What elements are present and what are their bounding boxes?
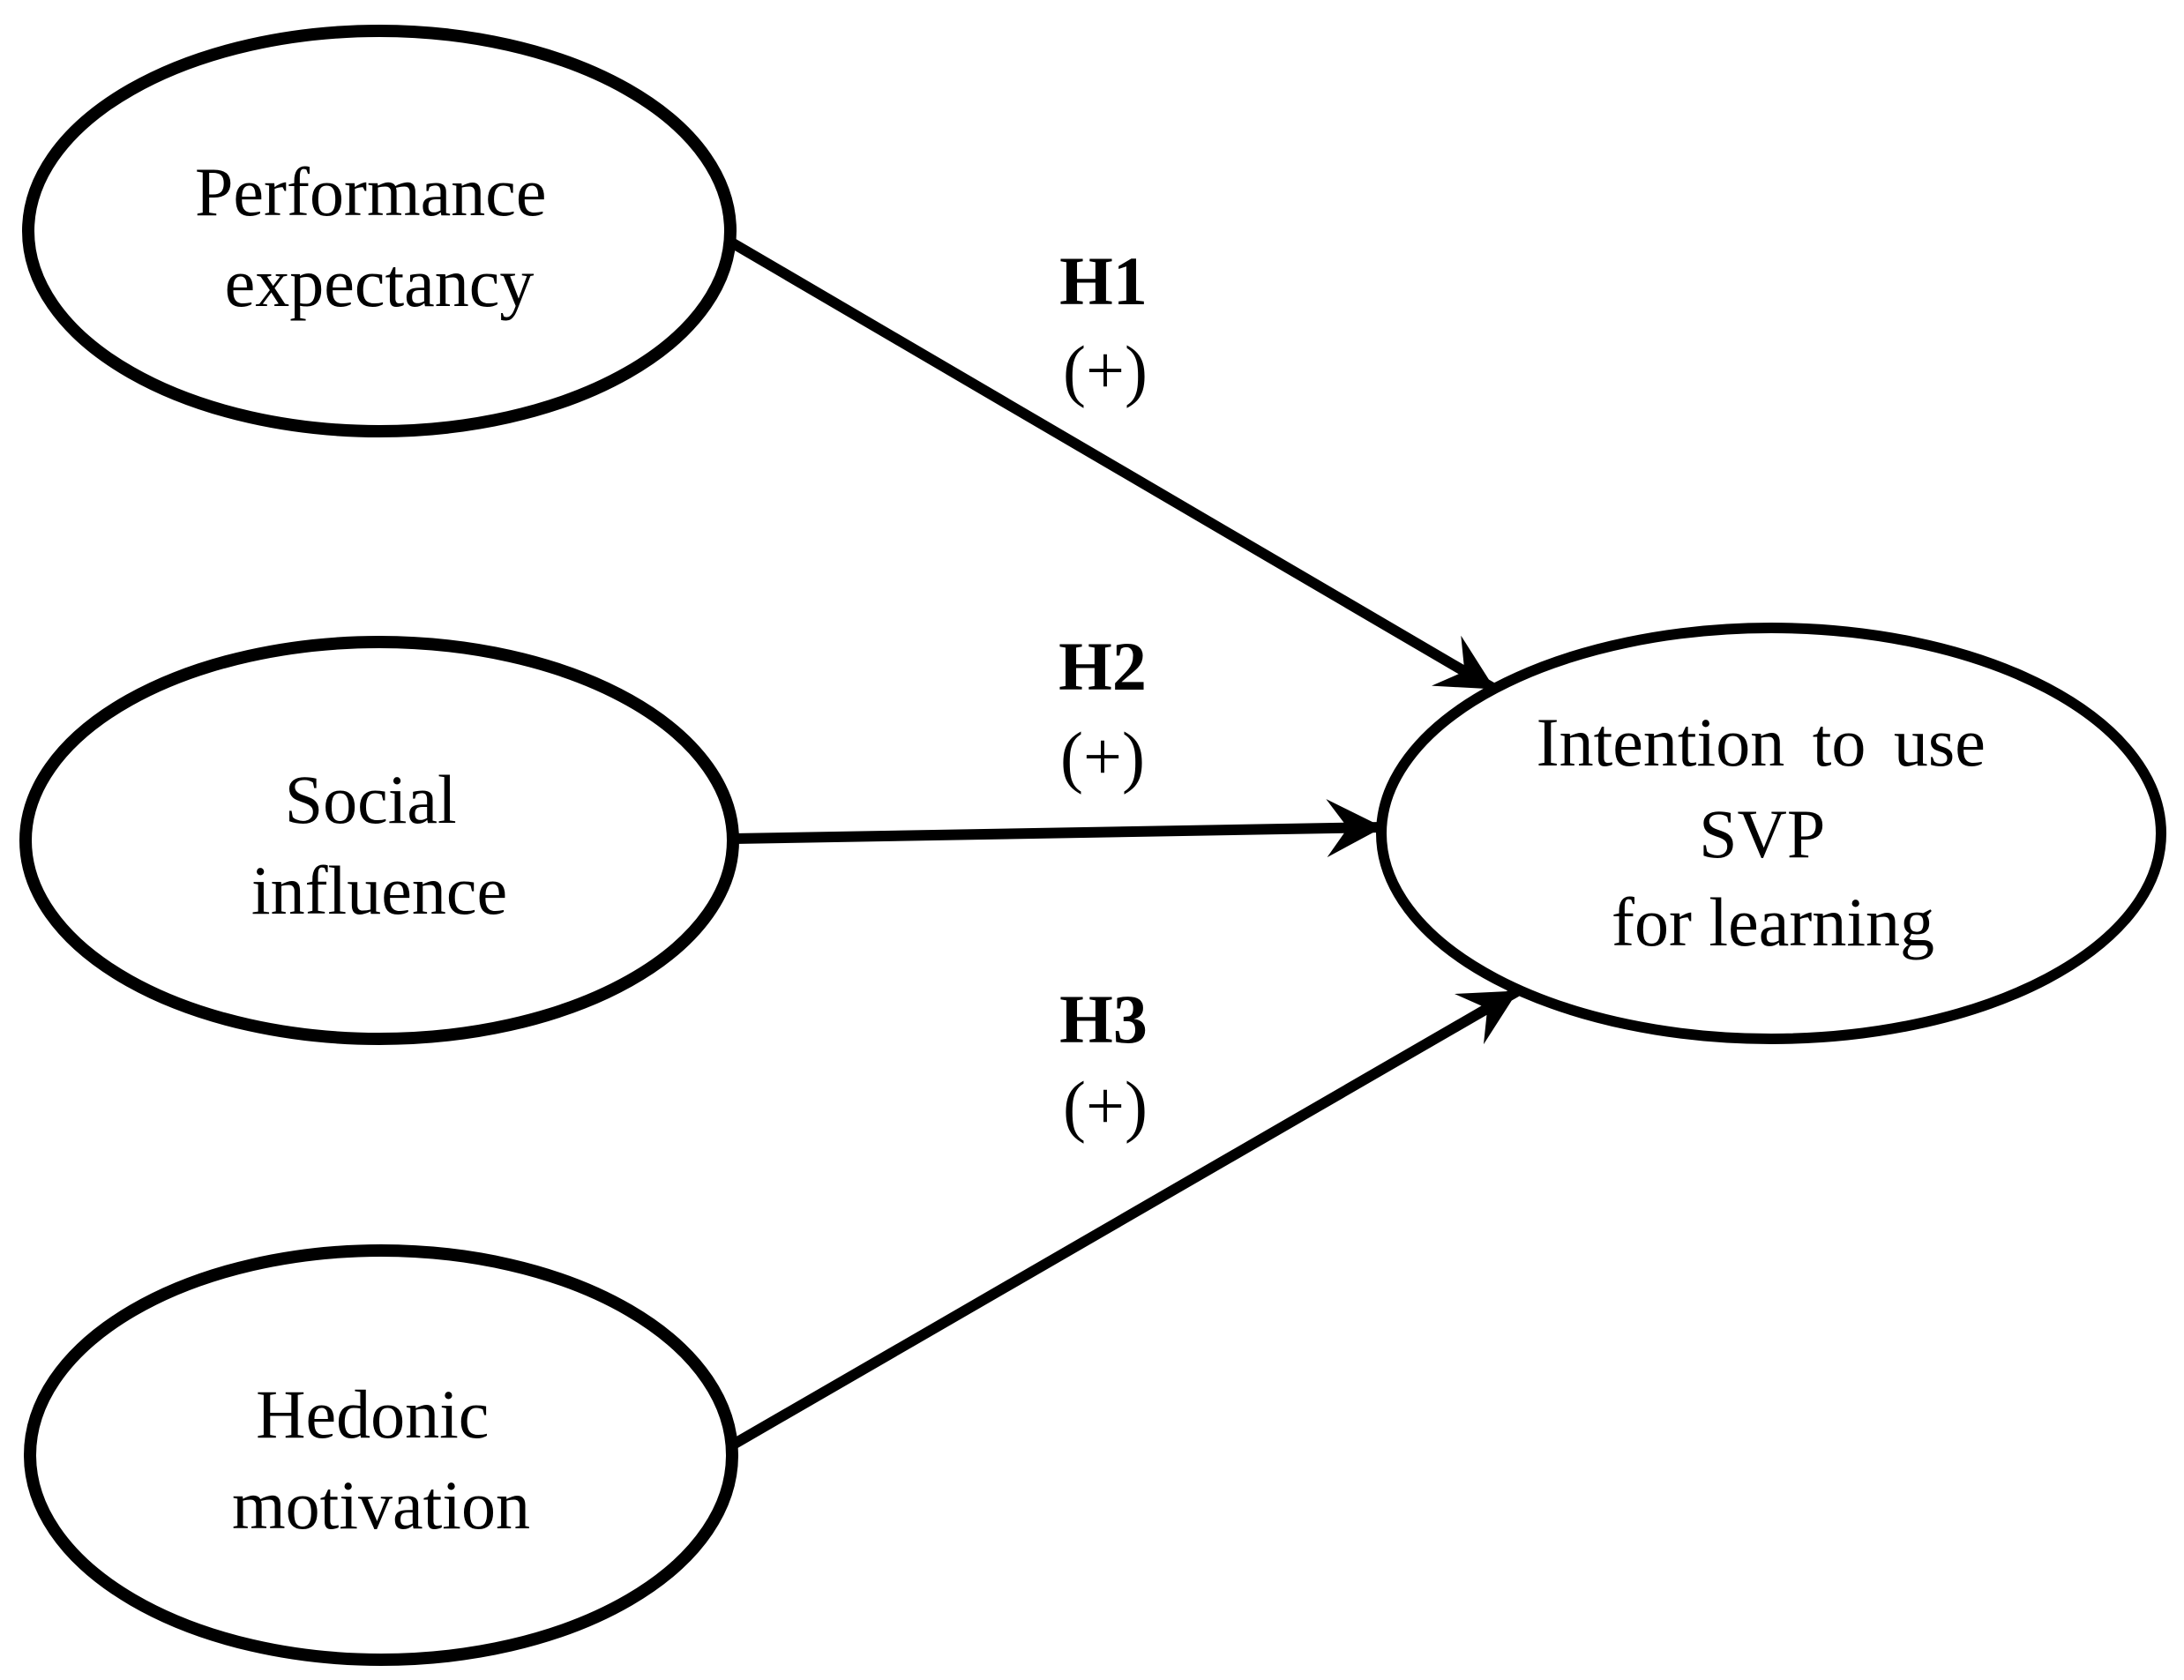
node-label-intention-to-use-svp: Intention to use SVP for learning (1537, 704, 2003, 960)
node-label-hedonic-motivation: Hedonic motivation (232, 1376, 530, 1543)
edge-sign-h1: (+) (1063, 332, 1148, 408)
arrow-h1 (725, 235, 1498, 694)
edge-label-h2: H2 (1058, 628, 1147, 705)
node-ellipse-performance-expectancy (22, 25, 737, 437)
node-label-line: Hedonic (256, 1376, 489, 1452)
node-label-line: for learning (1612, 884, 1934, 960)
node-label-line: Performance (195, 153, 546, 230)
edge-label-h3: H3 (1059, 981, 1148, 1057)
node-label-line: SVP (1699, 795, 1823, 872)
edge-label-h1: H1 (1059, 243, 1148, 319)
arrow-h3 (725, 986, 1521, 1452)
arrow-h2 (732, 799, 1383, 858)
node-label-line: expectancy (225, 244, 535, 321)
node-label-performance-expectancy: Performance expectancy (195, 153, 564, 321)
edge-sign-h2: (+) (1060, 718, 1145, 795)
node-label-line: motivation (232, 1467, 530, 1543)
edge-sign-h3: (+) (1063, 1067, 1148, 1144)
node-label-line: influence (251, 852, 507, 929)
node-ellipse-hedonic-motivation (24, 1244, 738, 1666)
node-ellipse-intention-to-use-svp (1376, 623, 2166, 1044)
node-label-social-influence: Social influence (251, 761, 507, 929)
node-label-line: Intention to use (1537, 704, 1986, 780)
node-ellipse-social-influence (19, 636, 739, 1045)
node-label-line: Social (285, 761, 457, 838)
